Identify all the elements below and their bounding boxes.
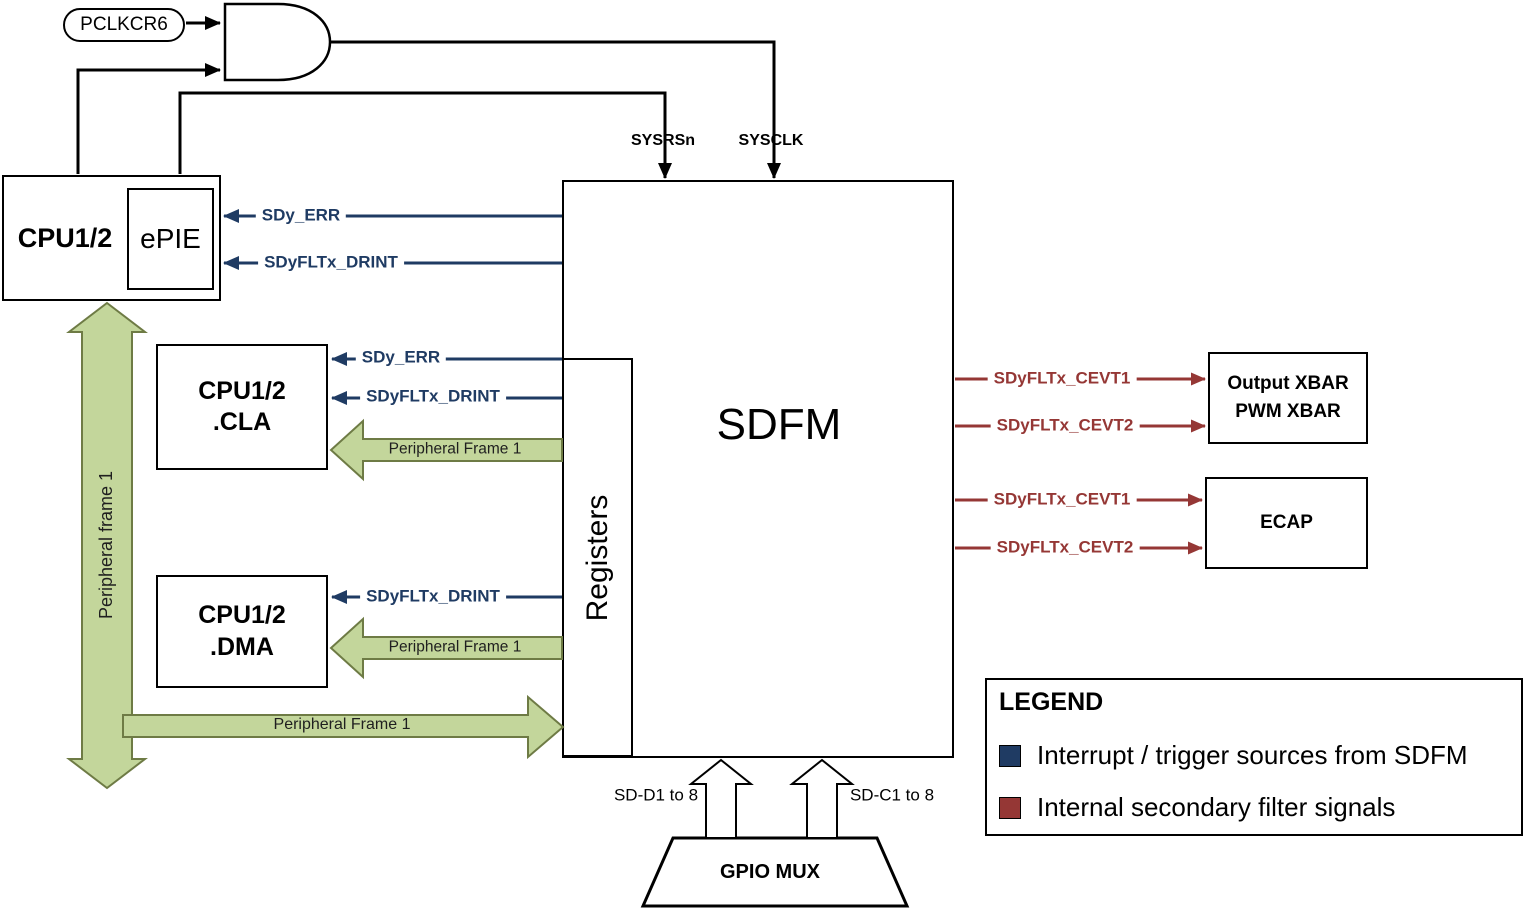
cevt1-ecap-label: SDyFLTx_CEVT1 <box>987 490 1137 510</box>
sysclk-label: SYSCLK <box>738 132 804 150</box>
sd-clock-arrow <box>789 758 855 839</box>
ecap-label: ECAP <box>1260 512 1313 533</box>
output-pwm-xbar-node: Output XBAR PWM XBAR <box>1208 352 1368 444</box>
epie-node: ePIE <box>127 188 214 290</box>
xbar-label: Output XBAR PWM XBAR <box>1227 370 1348 425</box>
legend-row-filter: Internal secondary filter signals <box>999 792 1395 823</box>
dma-node: CPU1/2 .DMA <box>156 575 328 688</box>
cla-label: CPU1/2 .CLA <box>198 376 286 439</box>
legend-item-interrupt: Interrupt / trigger sources from SDFM <box>1037 740 1468 770</box>
dma-label-line1: CPU1/2 <box>198 601 286 630</box>
legend: LEGEND Interrupt / trigger sources from … <box>985 678 1523 836</box>
cla-label-line1: CPU1/2 <box>198 376 286 405</box>
cpu-node: CPU1/2 ePIE <box>2 175 221 301</box>
xbar-label-line1: Output XBAR <box>1227 373 1349 395</box>
cla-node: CPU1/2 .CLA <box>156 344 328 470</box>
wire-cpu-to-sdfm-sysrsn <box>178 91 672 179</box>
sysrsn-label: SYSRSn <box>630 132 696 150</box>
drint-dma-label: SDyFLTx_DRINT <box>360 587 506 607</box>
cevt2-xbar-label: SDyFLTx_CEVT2 <box>990 416 1140 436</box>
wire-and-to-sdfm-sysclk <box>330 40 781 179</box>
frame-label-vertical: Peripheral frame 1 <box>96 470 117 620</box>
cevt1-xbar-label: SDyFLTx_CEVT1 <box>987 369 1137 389</box>
legend-item-filter: Internal secondary filter signals <box>1037 792 1396 822</box>
wire-cpu-to-and <box>76 63 221 174</box>
sdy-err-cla-label: SDy_ERR <box>355 348 447 368</box>
peripheral-frame-arrow-to-dma <box>329 616 563 680</box>
cpu-label: CPU1/2 <box>17 222 113 253</box>
pclkcr6-label: PCLKCR6 <box>80 14 168 35</box>
peripheral-frame-arrow-to-cla <box>329 418 563 482</box>
dma-label-line2: .DMA <box>210 632 274 661</box>
sdy-err-cpu-label: SDy_ERR <box>255 206 347 226</box>
cla-label-line2: .CLA <box>212 408 272 436</box>
frame-label-dma: Peripheral Frame 1 <box>388 638 522 656</box>
peripheral-frame-arrow-to-registers <box>122 694 565 760</box>
sd-d-label: SD-D1 to 8 <box>613 785 699 805</box>
xbar-label-line2: PWM XBAR <box>1235 401 1341 422</box>
legend-title: LEGEND <box>999 688 1104 716</box>
pclkcr6-node: PCLKCR6 <box>63 8 185 42</box>
filter-color-swatch <box>999 796 1021 819</box>
sdfm-label: SDFM <box>716 400 842 449</box>
epie-label: ePIE <box>140 223 201 254</box>
frame-label-bottom: Peripheral Frame 1 <box>273 716 411 734</box>
interrupt-color-swatch <box>999 744 1021 767</box>
peripheral-frame-vertical-arrow <box>66 301 148 790</box>
drint-cpu-label: SDyFLTx_DRINT <box>258 253 404 273</box>
drint-cla-label: SDyFLTx_DRINT <box>360 387 506 407</box>
dma-label: CPU1/2 .DMA <box>198 600 286 663</box>
sd-c-label: SD-C1 to 8 <box>849 785 935 805</box>
legend-row-interrupt: Interrupt / trigger sources from SDFM <box>999 740 1468 771</box>
registers-node: Registers <box>562 358 633 757</box>
gpio-mux-label: GPIO MUX <box>719 861 821 883</box>
ecap-node: ECAP <box>1205 477 1368 569</box>
sd-data-arrow <box>688 758 754 839</box>
and-gate <box>223 2 332 82</box>
frame-label-cla: Peripheral Frame 1 <box>388 440 522 458</box>
cevt2-ecap-label: SDyFLTx_CEVT2 <box>990 538 1140 558</box>
